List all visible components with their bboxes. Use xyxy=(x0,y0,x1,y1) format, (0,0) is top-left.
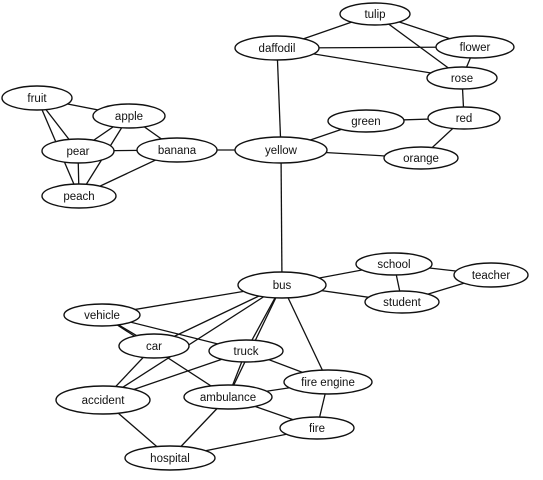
node-flower: flower xyxy=(435,35,515,59)
node-car-ellipse xyxy=(118,333,190,359)
node-banana-label: banana xyxy=(158,145,197,157)
node-teacher-ellipse xyxy=(453,262,529,288)
node-ambulance-label: ambulance xyxy=(200,392,256,404)
node-fire-ellipse xyxy=(279,416,355,440)
node-bus: bus xyxy=(237,271,327,299)
node-truck-ellipse xyxy=(208,339,284,363)
node-red-label: red xyxy=(456,113,473,125)
node-vehicle-label: vehicle xyxy=(84,310,120,322)
node-fire-engine: fire engine xyxy=(283,369,373,395)
node-rose-label: rose xyxy=(451,73,473,85)
node-peach-ellipse xyxy=(41,183,117,209)
node-student-ellipse xyxy=(364,290,440,314)
node-student: student xyxy=(364,290,440,314)
node-fruit-label: fruit xyxy=(27,93,47,105)
node-school-ellipse xyxy=(355,252,433,276)
node-rose: rose xyxy=(426,66,498,90)
node-teacher-label: teacher xyxy=(472,270,511,282)
node-red: red xyxy=(427,106,501,130)
node-green: green xyxy=(327,109,405,133)
node-fruit-ellipse xyxy=(1,85,73,111)
node-fire: fire xyxy=(279,416,355,440)
node-truck: truck xyxy=(208,339,284,363)
node-fire-engine-ellipse xyxy=(283,369,373,395)
node-hospital-ellipse xyxy=(124,445,216,471)
node-orange: orange xyxy=(383,146,459,170)
node-apple-label: apple xyxy=(115,111,143,123)
node-green-ellipse xyxy=(327,109,405,133)
node-green-label: green xyxy=(351,116,380,128)
node-student-label: student xyxy=(383,297,422,309)
node-fruit: fruit xyxy=(1,85,73,111)
node-red-ellipse xyxy=(427,106,501,130)
node-bus-label: bus xyxy=(273,280,292,292)
node-peach: peach xyxy=(41,183,117,209)
edge-yellow-daffodil xyxy=(276,47,282,151)
node-fire-label: fire xyxy=(309,423,325,435)
node-apple-ellipse xyxy=(92,103,166,129)
node-bus-ellipse xyxy=(237,271,327,299)
node-pear: pear xyxy=(41,138,115,164)
node-flower-label: flower xyxy=(460,42,491,54)
node-tulip-ellipse xyxy=(339,2,411,26)
node-vehicle-ellipse xyxy=(63,303,141,327)
node-daffodil-ellipse xyxy=(234,35,320,61)
node-apple: apple xyxy=(92,103,166,129)
edge-yellow-bus xyxy=(280,149,283,286)
node-accident-label: accident xyxy=(82,395,126,407)
node-car: car xyxy=(118,333,190,359)
nodes-layer: fruit apple pear banana peach yellow daffodil t… xyxy=(1,2,529,471)
node-orange-label: orange xyxy=(403,153,439,165)
node-yellow-label: yellow xyxy=(265,145,298,157)
node-yellow-ellipse xyxy=(234,136,328,164)
node-fire-engine-label: fire engine xyxy=(301,377,355,389)
node-teacher: teacher xyxy=(453,262,529,288)
node-accident-ellipse xyxy=(55,385,151,415)
node-pear-ellipse xyxy=(41,138,115,164)
node-tulip: tulip xyxy=(339,2,411,26)
node-banana-ellipse xyxy=(136,137,218,163)
node-flower-ellipse xyxy=(435,35,515,59)
node-banana: banana xyxy=(136,137,218,163)
node-daffodil: daffodil xyxy=(234,35,320,61)
node-school-label: school xyxy=(377,259,410,271)
node-ambulance-ellipse xyxy=(183,384,273,410)
node-hospital-label: hospital xyxy=(150,453,190,465)
node-vehicle: vehicle xyxy=(63,303,141,327)
edge-bus-fire-engine xyxy=(281,284,329,383)
node-yellow: yellow xyxy=(234,136,328,164)
node-pear-label: pear xyxy=(66,146,89,158)
node-car-label: car xyxy=(146,341,162,353)
node-tulip-label: tulip xyxy=(364,9,385,21)
node-daffodil-label: daffodil xyxy=(259,43,296,55)
node-peach-label: peach xyxy=(63,191,94,203)
node-hospital: hospital xyxy=(124,445,216,471)
node-rose-ellipse xyxy=(426,66,498,90)
node-truck-label: truck xyxy=(234,346,259,358)
node-ambulance: ambulance xyxy=(183,384,273,410)
node-school: school xyxy=(355,252,433,276)
node-accident: accident xyxy=(55,385,151,415)
edge-bus-accident xyxy=(102,284,283,401)
node-orange-ellipse xyxy=(383,146,459,170)
